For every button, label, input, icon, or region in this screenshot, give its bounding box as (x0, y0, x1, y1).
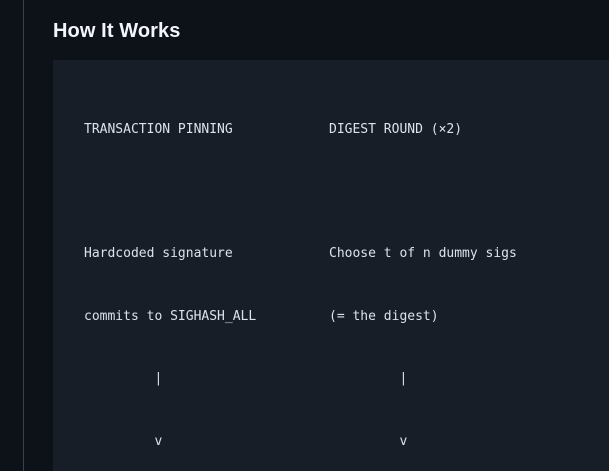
diagram-line: commits to SIGHASH_ALL (84, 308, 257, 324)
diagram-column-digest-round: DIGEST ROUND (×2) Choose t of n dummy si… (329, 78, 548, 471)
diagram-line: Hardcoded signature (84, 246, 233, 262)
page-title: How It Works (53, 20, 181, 42)
diagram-line (329, 182, 548, 203)
how-it-works-card: TRANSACTION PINNING Hardcoded signature … (53, 60, 609, 471)
page-left-divider (23, 0, 24, 471)
diagram-line: v (84, 433, 163, 449)
diagram-line (84, 182, 280, 203)
column-heading-transaction-pinning: TRANSACTION PINNING (84, 121, 233, 137)
diagram-line: (= the digest) (329, 308, 439, 324)
diagram-line: v (329, 433, 408, 449)
diagram-column-transaction-pinning: TRANSACTION PINNING Hardcoded signature … (84, 78, 280, 471)
ascii-diagram: TRANSACTION PINNING Hardcoded signature … (53, 60, 609, 471)
column-heading-digest-round: DIGEST ROUND (×2) (329, 121, 463, 137)
diagram-line: Choose t of n dummy sigs (329, 246, 517, 262)
diagram-line: | (329, 371, 408, 387)
diagram-line: | (84, 371, 163, 387)
